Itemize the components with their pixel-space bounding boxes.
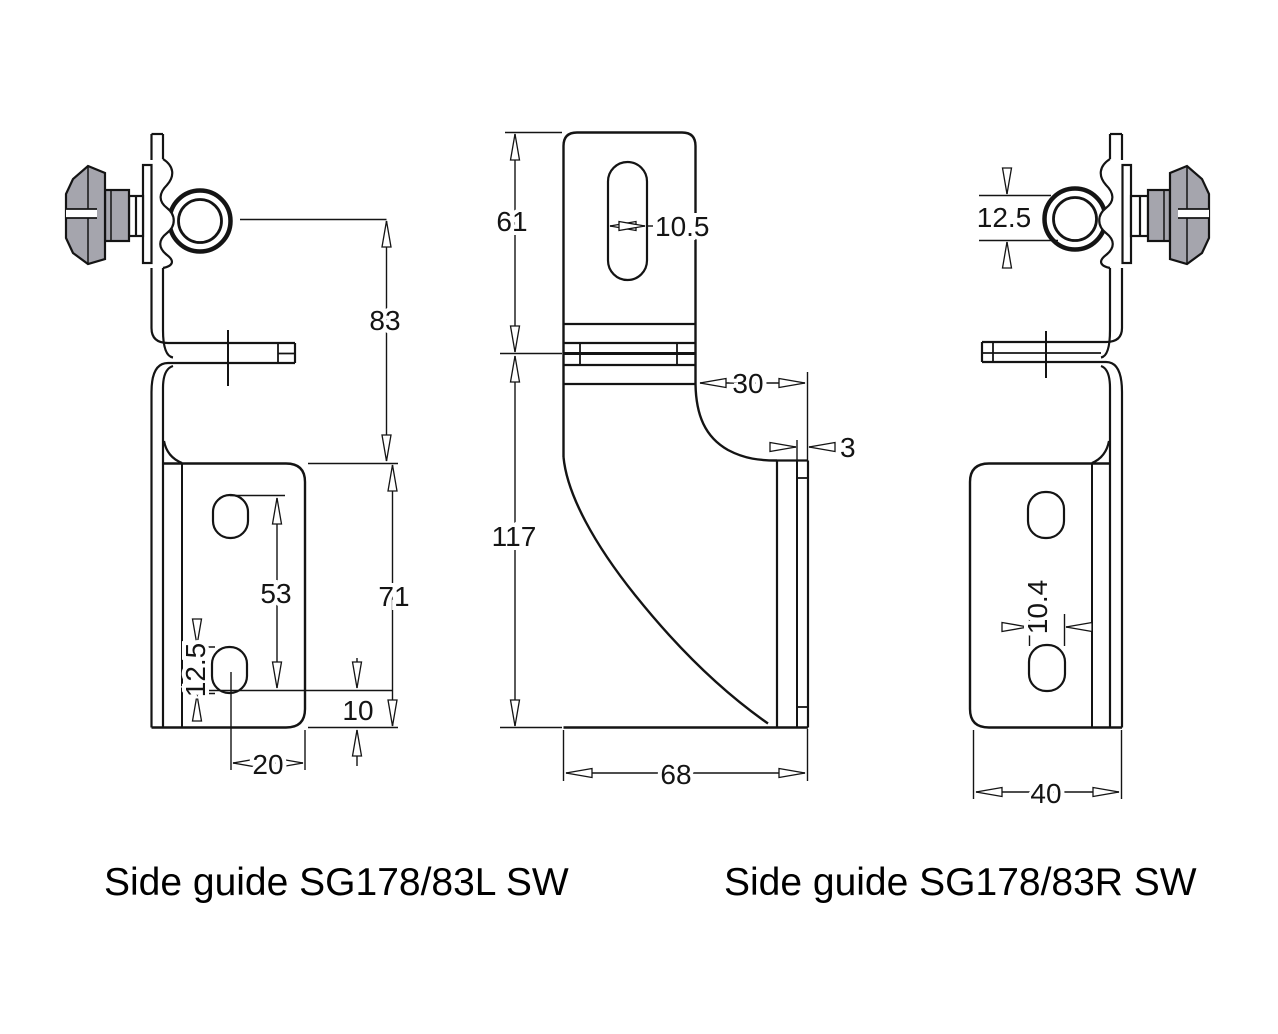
top-slot-hole-right [1026, 490, 1066, 540]
serrated-washer-edge [159, 158, 175, 270]
wing-nut [64, 164, 107, 266]
bottom-slot-hole [210, 645, 249, 695]
right-view-dimensions [972, 167, 1123, 799]
dim-label-12-5: 12.5 [180, 643, 211, 698]
mounting-plate-right [968, 462, 1122, 729]
dim-label-10-5: 10.5 [655, 211, 710, 242]
wing-nut-right [1168, 164, 1211, 266]
front-curved-body [562, 383, 808, 729]
tongue-arm-right [980, 327, 1124, 465]
screw-shaft [127, 194, 145, 238]
dim-label-10: 10 [342, 695, 373, 726]
ring-clamp [167, 188, 233, 254]
dim-label-117: 117 [492, 521, 537, 552]
bracket-plate-edge-right [1108, 132, 1124, 728]
serrated-washer-right [1099, 159, 1124, 268]
dim-label-12-5-right: 12.5 [977, 202, 1032, 233]
dim-label-3: 3 [840, 432, 856, 463]
front-view-dimensions [500, 131, 836, 781]
front-upper-plate [562, 131, 697, 457]
serrated-washer-right-edge [1098, 158, 1114, 270]
serrated-washer [150, 159, 174, 268]
front-view: 61 117 10.5 30 3 68 [488, 131, 860, 794]
mounting-plate [151, 462, 307, 729]
right-view: 12.5 10.4 40 [968, 132, 1211, 813]
dim-label-83: 83 [369, 305, 400, 336]
screw-hub [103, 188, 131, 243]
front-slot-hole [606, 160, 649, 282]
washer-plate-right [1121, 163, 1133, 265]
left-view-dimensions [187, 218, 398, 770]
dim-label-61: 61 [496, 206, 527, 237]
left-view: 83 71 53 12.5 10 20 [64, 132, 414, 784]
dim-label-20: 20 [252, 749, 283, 780]
caption-right: Side guide SG178/83R SW [724, 861, 1197, 904]
top-slot-hole [211, 493, 250, 540]
dim-label-10-4: 10.4 [1022, 580, 1053, 635]
screw-shaft-right [1129, 194, 1150, 238]
dim-label-40: 40 [1030, 778, 1061, 809]
bottom-slot-hole-right [1027, 643, 1067, 693]
dim-label-68: 68 [660, 759, 691, 790]
dim-label-53: 53 [260, 578, 291, 609]
washer-plate [141, 163, 153, 265]
dim-label-30: 30 [732, 368, 763, 399]
tongue-arm [150, 327, 297, 465]
caption-left: Side guide SG178/83L SW [104, 861, 569, 904]
dim-label-71: 71 [378, 581, 409, 612]
bracket-plate-edge [150, 132, 165, 728]
screw-hub-right [1146, 188, 1172, 243]
front-side-flange [775, 459, 810, 728]
